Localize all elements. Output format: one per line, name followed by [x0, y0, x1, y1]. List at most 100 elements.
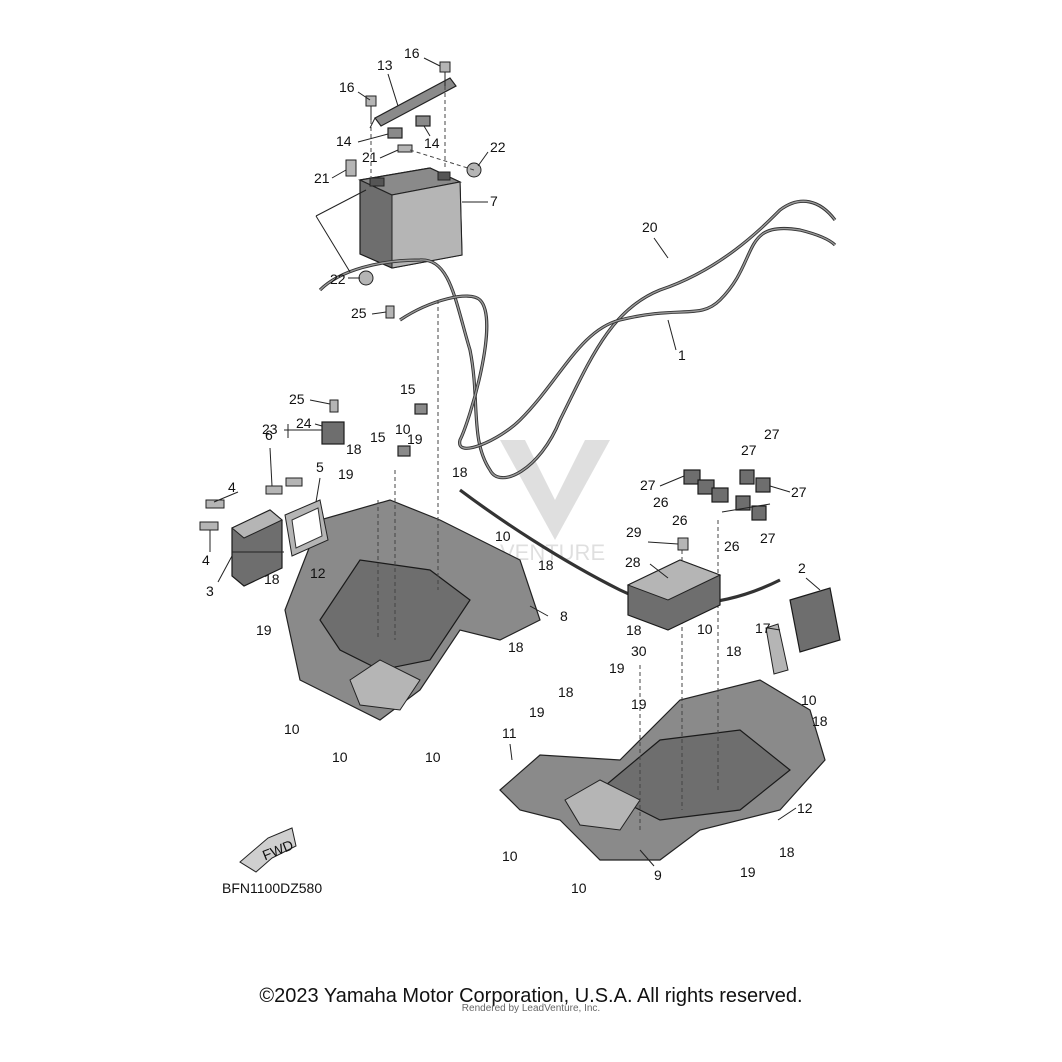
callout-4-upper: 4	[228, 479, 236, 495]
nut-22-right[interactable]	[466, 162, 482, 178]
callout-18-e: 18	[508, 639, 524, 655]
callout-3: 3	[206, 583, 214, 599]
callout-20: 20	[642, 219, 658, 235]
callout-10-b: 10	[332, 749, 348, 765]
callout-7: 7	[490, 193, 498, 209]
callout-24: 24	[296, 415, 312, 431]
callout-26-a: 26	[653, 494, 669, 510]
callout-10-i: 10	[571, 880, 587, 896]
callout-11: 11	[502, 725, 517, 741]
battery-box-frame[interactable]	[284, 300, 541, 721]
callout-18-c: 18	[538, 557, 554, 573]
callout-22-a: 22	[490, 139, 506, 155]
bolt-6[interactable]	[265, 477, 303, 495]
callout-10-d: 10	[395, 421, 411, 437]
callout-28: 28	[625, 554, 641, 570]
callout-19-e: 19	[529, 704, 545, 720]
callout-13: 13	[377, 57, 393, 73]
electronic-module[interactable]	[626, 559, 722, 631]
rendered-by-note: Rendered by LeadVenture, Inc.	[461, 1003, 601, 1014]
callout-27-d: 27	[791, 484, 807, 500]
callout-30: 30	[631, 643, 647, 659]
bolt-29[interactable]	[677, 537, 689, 551]
callout-17: 17	[755, 620, 771, 636]
callout-21-a: 21	[362, 149, 378, 165]
bolt-25-upper[interactable]	[329, 399, 339, 413]
bolt-21-b[interactable]	[345, 159, 357, 177]
callout-18-b: 18	[452, 464, 468, 480]
callout-4-lower: 4	[202, 552, 210, 568]
bolt-16-left[interactable]	[365, 95, 377, 120]
callout-27-c: 27	[764, 426, 780, 442]
bolt-25-lower[interactable]	[385, 305, 395, 319]
callout-18-j: 18	[779, 844, 795, 860]
callout-19-d: 19	[609, 660, 625, 676]
callout-26-b: 26	[672, 512, 688, 528]
callout-15-a: 15	[400, 381, 416, 397]
callout-10-c: 10	[425, 749, 441, 765]
callout-19-c: 19	[256, 622, 272, 638]
ecu-bracket[interactable]	[284, 499, 329, 557]
callout-12-b: 12	[797, 800, 813, 816]
battery-cable[interactable]	[399, 226, 837, 606]
callout-14-a: 14	[336, 133, 352, 149]
clamp-14-left[interactable]	[387, 127, 403, 139]
bolt-4-lower[interactable]	[199, 521, 219, 531]
lower-frame-panel[interactable]	[499, 520, 826, 861]
callout-26-c: 26	[724, 538, 740, 554]
battery-band[interactable]	[369, 77, 457, 129]
callout-15-b: 15	[370, 429, 386, 445]
callout-leaders	[209, 57, 821, 867]
callout-18-h: 18	[558, 684, 574, 700]
callout-25-a: 25	[289, 391, 305, 407]
wire-harness[interactable]	[318, 199, 837, 480]
callout-18-g: 18	[726, 643, 742, 659]
diagram-code: BFN1100DZ580	[222, 880, 323, 896]
callout-19-f: 19	[631, 696, 647, 712]
callout-8: 8	[560, 608, 568, 624]
callout-19-b: 19	[407, 431, 423, 447]
callout-14-b: 14	[424, 135, 440, 151]
clamp-14-right[interactable]	[415, 115, 431, 127]
nut-22-bottom[interactable]	[358, 270, 374, 286]
callout-6: 6	[265, 427, 273, 443]
callout-18-d: 18	[264, 571, 280, 587]
control-unit[interactable]	[231, 509, 283, 587]
callout-10-g: 10	[801, 692, 817, 708]
clip-15-lower[interactable]	[397, 445, 411, 457]
callout-10-a: 10	[284, 721, 300, 737]
bracket-17[interactable]	[765, 623, 789, 675]
callout-9: 9	[654, 867, 662, 883]
callout-19-g: 19	[740, 864, 756, 880]
bolt-21-a[interactable]	[397, 144, 413, 153]
callout-2: 2	[798, 560, 806, 576]
callout-22-b: 22	[330, 271, 346, 287]
callout-10-f: 10	[697, 621, 713, 637]
callout-27-a: 27	[640, 477, 656, 493]
callout-21-b: 21	[314, 170, 330, 186]
callout-12-a: 12	[310, 565, 326, 581]
fwd-arrow-icon: FWD	[239, 827, 297, 873]
battery[interactable]	[358, 167, 463, 269]
callout-27-e: 27	[760, 530, 776, 546]
callouts: 1 2 3 4 4 5 6 7 8 9 10 10 10 10 10 10 10…	[202, 45, 828, 896]
callout-18-a: 18	[346, 441, 362, 457]
callout-29: 29	[626, 524, 642, 540]
callout-5: 5	[316, 459, 324, 475]
callout-25-b: 25	[351, 305, 367, 321]
copyright-notice: ©2023 Yamaha Motor Corporation, U.S.A. A…	[259, 985, 803, 1007]
callout-10-h: 10	[502, 848, 518, 864]
relay[interactable]	[321, 421, 345, 445]
clip-15-upper[interactable]	[414, 403, 428, 415]
bolt-16-top[interactable]	[439, 61, 451, 88]
callout-10-e: 10	[495, 528, 511, 544]
callout-16-b: 16	[339, 79, 355, 95]
electrical-component-2[interactable]	[789, 587, 841, 653]
callout-23: 23	[262, 421, 278, 437]
callout-1: 1	[678, 347, 686, 363]
relay-block[interactable]	[683, 469, 771, 521]
bolt-4-upper[interactable]	[205, 499, 225, 509]
callout-27-b: 27	[741, 442, 757, 458]
